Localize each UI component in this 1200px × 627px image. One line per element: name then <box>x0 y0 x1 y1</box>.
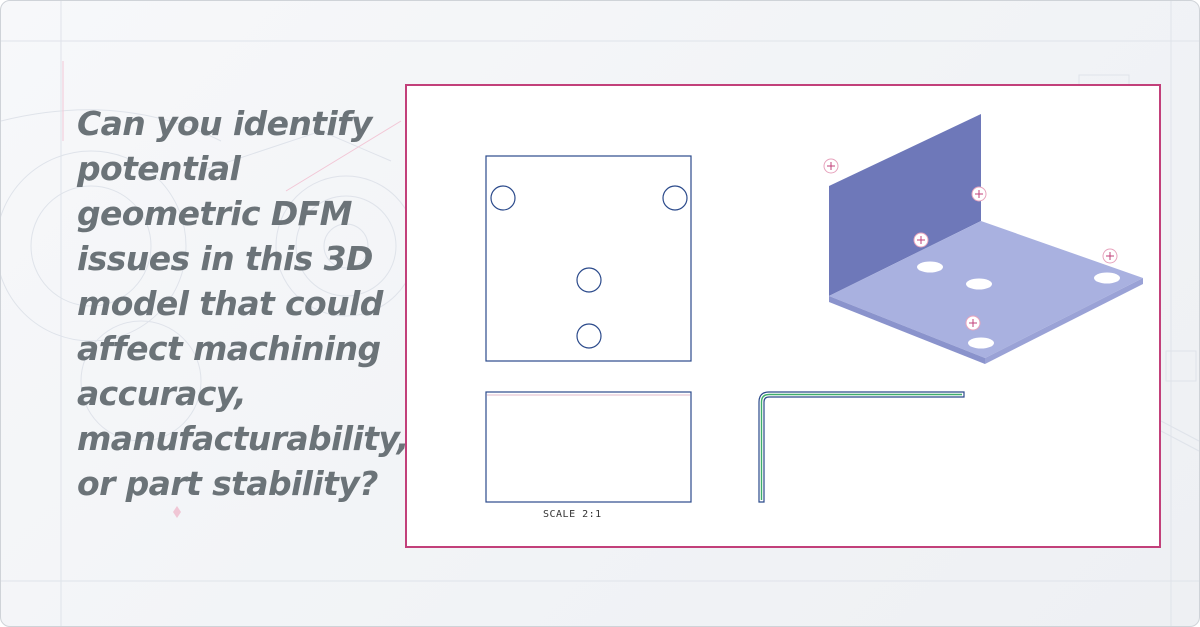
question-text: Can you identify potential geometric DFM… <box>77 104 409 503</box>
technical-drawing <box>485 114 1143 503</box>
scale-label: SCALE 2:1 <box>543 509 602 520</box>
front-view <box>485 391 692 503</box>
technical-drawing-panel: SCALE 2:1 <box>405 84 1161 548</box>
top-view <box>485 155 692 362</box>
side-view <box>758 391 965 503</box>
isometric-view <box>823 114 1143 364</box>
